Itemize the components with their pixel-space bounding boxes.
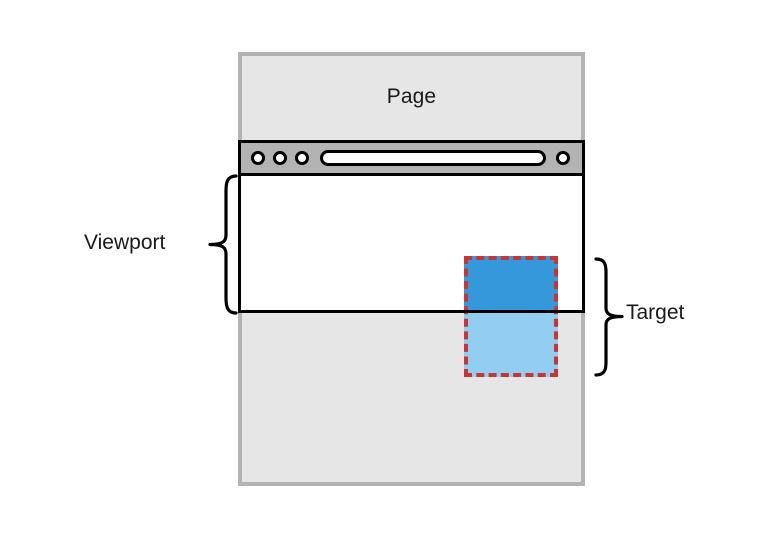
chrome-dot-2-icon[interactable] <box>273 151 287 165</box>
viewport-bottom-edge <box>238 310 585 313</box>
target-label: Target <box>626 301 685 324</box>
chrome-dot-3-icon[interactable] <box>295 151 309 165</box>
address-bar-input[interactable] <box>320 150 546 166</box>
viewport-label: Viewport <box>84 231 166 254</box>
target-brace <box>594 256 626 378</box>
chrome-dot-1-icon[interactable] <box>251 151 265 165</box>
browser-chrome-bar <box>238 140 585 176</box>
target-outline <box>464 256 558 377</box>
page-title: Page <box>386 85 437 108</box>
viewport-brace <box>206 173 238 316</box>
target-clipped-portion <box>464 312 558 377</box>
target-element[interactable] <box>464 256 558 377</box>
chrome-dot-4-icon[interactable] <box>556 151 570 165</box>
target-visible-portion <box>464 256 558 312</box>
